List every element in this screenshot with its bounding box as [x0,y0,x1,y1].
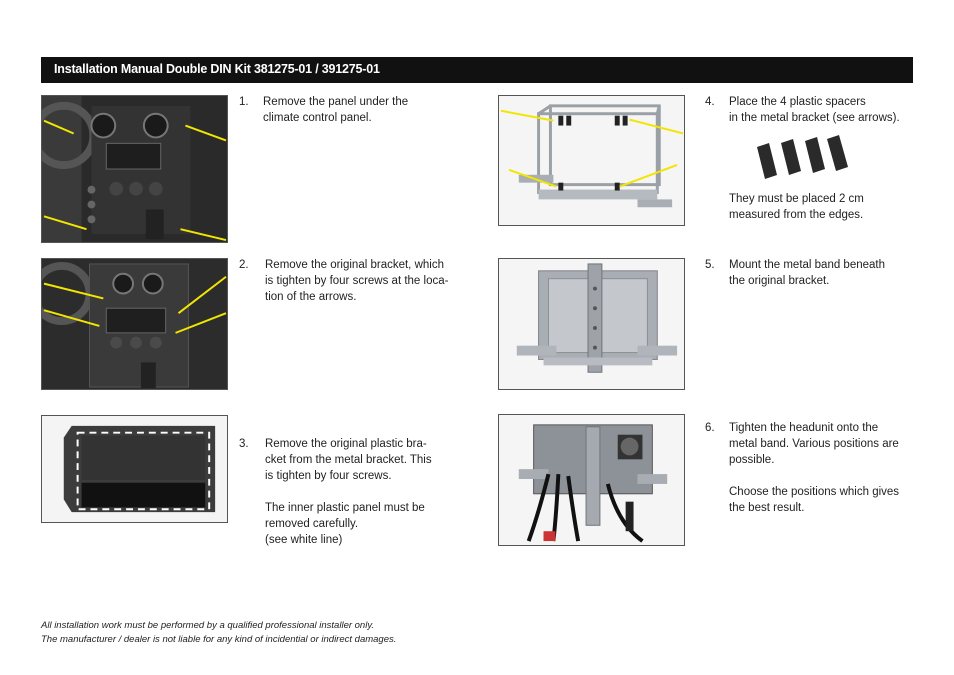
step-text-line [265,484,432,500]
step-text-line: Remove the original plastic bra- [265,438,427,450]
step-number: 6. [705,422,715,434]
step-text-line: Remove the original bracket, which [265,259,444,271]
step-number: 2. [239,259,249,271]
metal-band-photo [498,258,685,390]
step-text-line: metal band. Various positions are [729,438,899,450]
step-number: 5. [705,259,715,271]
plastic-panel-photo [41,415,228,523]
step-text-line: tion of the arrows. [265,291,357,303]
step-text-line: measured from the edges. [729,209,864,221]
step-text-line: Place the 4 plastic spacers [729,96,866,108]
step-text-line: possible. [729,454,775,466]
dashboard-photo [41,95,228,243]
step-text-line: is tighten by four screws. [265,470,392,482]
step-text-line: Remove the panel under the [263,96,409,108]
step-text-line: (see white line) [265,534,343,546]
step-number: 4. [705,96,715,108]
step-text-line: the best result. [729,502,805,514]
disclaimer: All installation work must be performed … [41,619,396,647]
page-title: Installation Manual Double DIN Kit 38127… [54,62,380,76]
step-text-line: in the metal bracket (see arrows). [729,112,900,124]
step-text-line: climate control panel. [263,112,372,124]
step-text-line [729,468,899,484]
step-text-line: Tighten the headunit onto the [729,422,879,434]
step-text-line: removed carefully. [265,518,359,530]
step-number: 1. [239,96,249,108]
headunit-photo [498,414,685,546]
step-text-line: Mount the metal band beneath [729,259,886,271]
disclaimer-line-2: The manufacturer / dealer is not liable … [41,634,397,645]
disclaimer-line-1: All installation work must be performed … [41,620,375,631]
metal-frame-photo [498,95,685,226]
page-header: Installation Manual Double DIN Kit 38127… [41,57,913,83]
bracket-photo [41,258,228,390]
step-text-line: the original bracket. [729,275,830,287]
step-text-line: cket from the metal bracket. This [265,454,432,466]
step-number: 3. [239,438,249,450]
step-text-line: The inner plastic panel must be [265,502,425,514]
step-text-line: is tighten by four screws at the loca- [265,275,449,287]
step-text-line: Choose the positions which gives [729,486,900,498]
spacers-photo [755,135,850,180]
step-text-line: They must be placed 2 cm [729,193,864,205]
